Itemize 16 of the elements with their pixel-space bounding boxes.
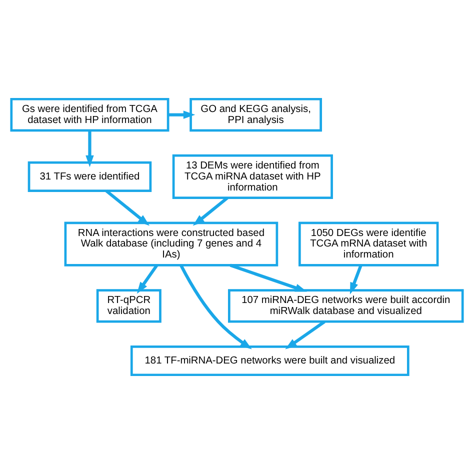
arrow [86,130,94,168]
node-box: 13 DEMs were identified from TCGA miRNA dataset with HP information [172,154,333,200]
node-box: RT-qPCR validation [96,289,162,323]
arrow [350,264,362,294]
node-box: Gs were identified from TCGA dataset with HP information [10,98,170,132]
arrow [168,110,196,119]
node-box: 31 TFs were identified [28,161,152,192]
arrow [180,264,252,350]
arrow [230,264,308,292]
node-box: 1050 DEGs were identifie TCGA mRNA dataset with information [298,222,439,266]
arrow [136,264,158,294]
node-box: RNA interactions were constructed based Walk database (including 7 genes and 4 IAs) [64,222,278,266]
node-box: 107 miRNA-DEG networks were built accordin miRWalk database and visualized [228,289,464,323]
node-box: 181 TF-miRNA-DEG networks were built and visualized [130,346,410,376]
node-box: GO and KEGG analysis, PPI analysis [190,98,322,132]
arrow [105,190,150,226]
